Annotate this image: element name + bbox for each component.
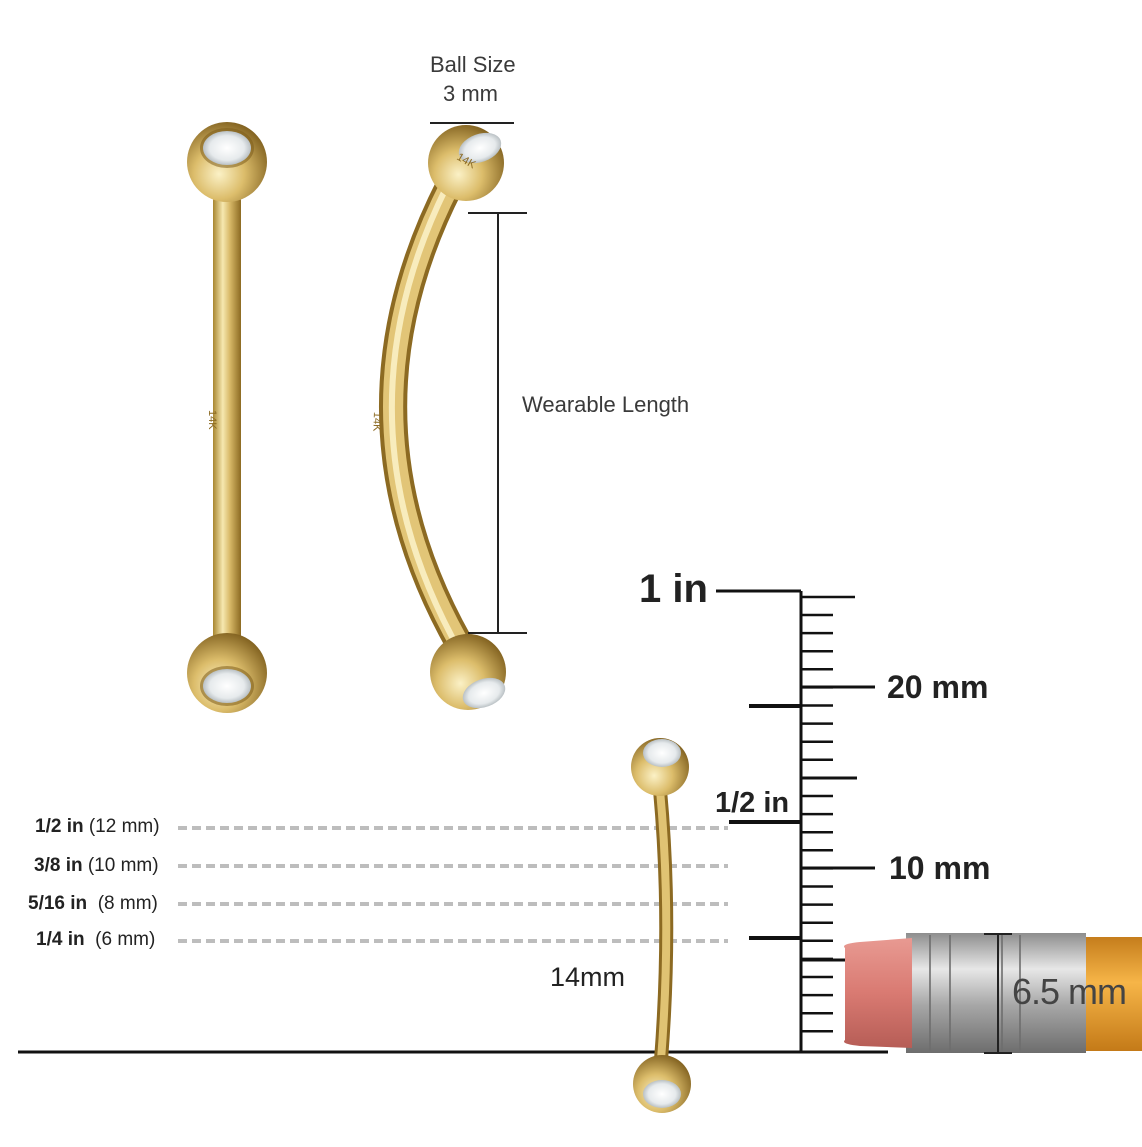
gem-icon xyxy=(462,677,506,709)
pencil-width-label: 6.5 mm xyxy=(1012,971,1127,1012)
ruler-half-in: 1/2 in xyxy=(715,787,790,819)
small-barbell xyxy=(631,738,691,1113)
gem-icon xyxy=(458,132,502,164)
pencil-eraser xyxy=(844,938,912,1048)
length-mm: (12 mm) xyxy=(88,816,160,837)
length-mm: (10 mm) xyxy=(87,855,159,876)
pencil-body xyxy=(1080,937,1142,1051)
length-inches: 3/8 in xyxy=(34,855,83,876)
straight-bar-rod xyxy=(213,195,241,645)
curved-barbell xyxy=(379,125,506,710)
gem-icon xyxy=(203,131,251,165)
ruler-20-mm: 20 mm xyxy=(887,669,989,705)
pencil xyxy=(844,933,1142,1054)
ball-size-value: 3 mm xyxy=(443,81,498,106)
length-mm: (8 mm) xyxy=(97,893,158,914)
length-inches: 5/16 in xyxy=(28,893,88,914)
length-row-12mm: 1/2 in (12 mm) xyxy=(35,817,160,836)
bar-length-label: 14mm xyxy=(550,962,626,992)
wearable-length-bracket xyxy=(468,212,527,634)
length-mm: (6 mm) xyxy=(95,929,156,950)
ruler-1-in: 1 in xyxy=(639,567,708,611)
ball-size-title: Ball Size xyxy=(430,52,516,77)
straight-barbell xyxy=(187,122,267,713)
length-guides xyxy=(178,826,728,943)
pencil-ferrule xyxy=(906,933,1086,1053)
straight-gold-mark: 14K xyxy=(206,410,218,430)
ruler xyxy=(716,589,875,1052)
length-row-8mm: 5/16 in (8 mm) xyxy=(28,894,158,913)
curved-gold-mark: 14K xyxy=(370,411,383,432)
length-inches: 1/2 in xyxy=(35,816,84,837)
wearable-length-label: Wearable Length xyxy=(522,392,690,417)
gem-icon xyxy=(643,739,681,767)
length-row-6mm: 1/4 in (6 mm) xyxy=(36,930,155,949)
gem-icon xyxy=(203,669,251,703)
gem-icon xyxy=(643,1080,681,1108)
length-inches: 1/4 in xyxy=(36,929,85,950)
ruler-10-mm: 10 mm xyxy=(889,850,991,886)
length-row-10mm: 3/8 in (10 mm) xyxy=(34,856,159,875)
